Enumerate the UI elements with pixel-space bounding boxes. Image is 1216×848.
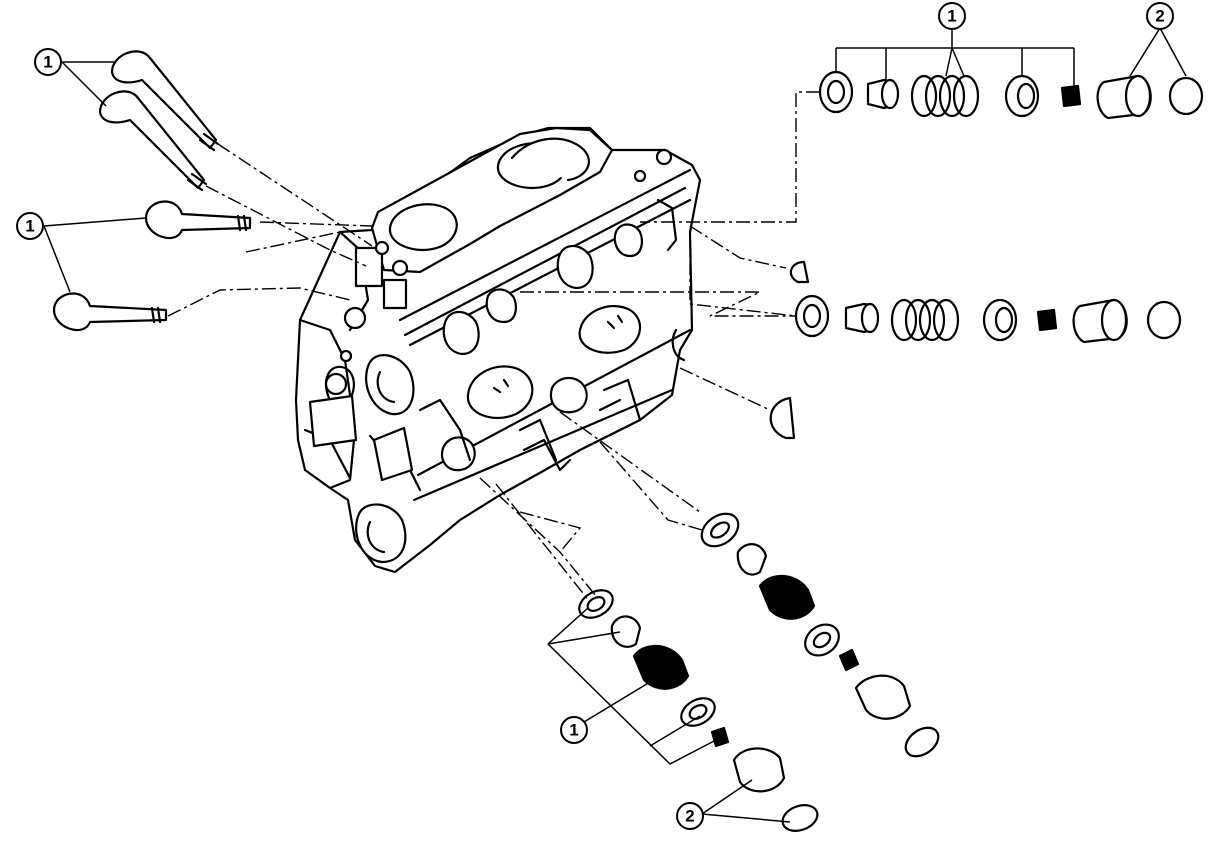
valve-lifter-top [1096, 74, 1152, 120]
valve-spring-top [910, 74, 980, 118]
cylinder-head [294, 126, 702, 574]
callout-2-lower-lifter: 2 [676, 802, 704, 830]
callout-label: 1 [569, 721, 578, 740]
callout-label: 1 [25, 217, 34, 236]
callout-1-lower-parts: 1 [560, 716, 588, 744]
callout-1-top-left-valves: 1 [34, 48, 62, 76]
valve-seal-top [818, 70, 854, 114]
callout-1-top-right-parts: 1 [938, 2, 966, 30]
callout-1-left-valves: 1 [16, 212, 44, 240]
valve-1 [110, 50, 220, 152]
callout-label: 1 [947, 7, 956, 26]
callout-label: 1 [43, 53, 52, 72]
spring-retainer-top [1004, 74, 1040, 118]
leader-lines [43, 26, 1187, 823]
valve-2 [98, 90, 208, 192]
shim-top [1168, 76, 1204, 116]
valve-spring-lower-right [758, 574, 816, 620]
valve-spring-lower-center [632, 644, 690, 690]
camshaft-plug-top [789, 260, 810, 284]
callout-label: 2 [685, 807, 694, 826]
valve-keeper-top [1060, 84, 1082, 108]
centerlines [167, 91, 820, 603]
valve-3 [144, 200, 252, 240]
valve-train-set-middle [769, 260, 1182, 440]
valve-4 [52, 292, 168, 332]
valve-train-set-top [818, 70, 1204, 120]
callout-label: 2 [1155, 7, 1164, 26]
valve-train-set-lower-center [578, 589, 819, 832]
callout-2-top-right-lifter: 2 [1146, 2, 1174, 30]
camshaft-plug-lower [769, 396, 796, 440]
valve-train-set-lower-right [700, 512, 940, 758]
